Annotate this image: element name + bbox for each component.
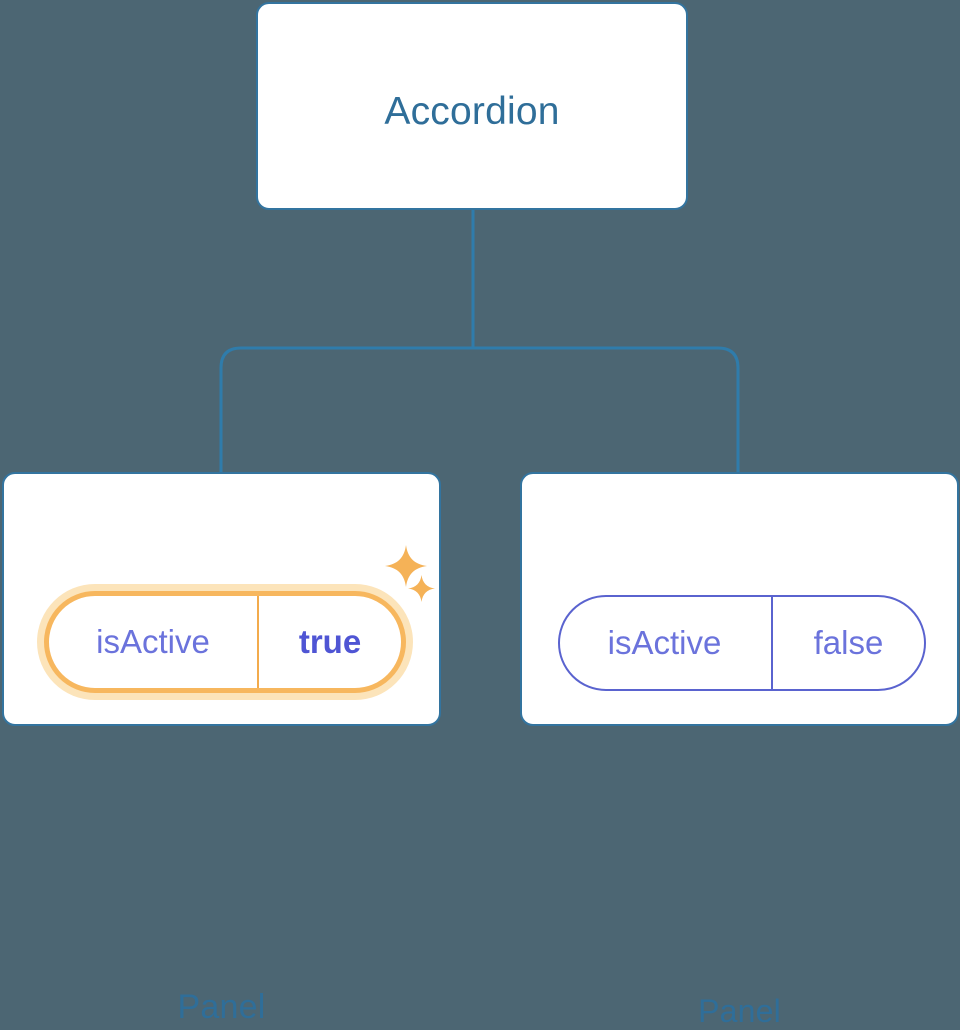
node-panel-inactive-title: Panel [698,993,781,1029]
prop-key-isactive: isActive [49,596,259,688]
prop-pill-active-wrapper: isActive true [37,584,413,700]
sparkle-icon [408,575,435,602]
connector-branch-right [473,346,740,472]
prop-value-isactive: true [298,623,362,660]
node-panel-active[interactable]: Panel isActive true [2,472,441,1026]
node-accordion[interactable]: Accordion [256,2,688,210]
prop-pill-inactive[interactable]: isActive false [558,595,926,691]
node-panel-inactive[interactable]: Panel isActive false [520,472,959,1029]
node-panel-active-title: Panel [177,988,266,1026]
node-accordion-title: Accordion [384,90,560,133]
prop-pill-active[interactable]: isActive true [44,591,406,693]
prop-value-isactive: false [813,624,884,661]
connector-branch-left [219,346,473,472]
prop-key-isactive: isActive [560,597,773,689]
sparkle-icon [385,545,427,587]
